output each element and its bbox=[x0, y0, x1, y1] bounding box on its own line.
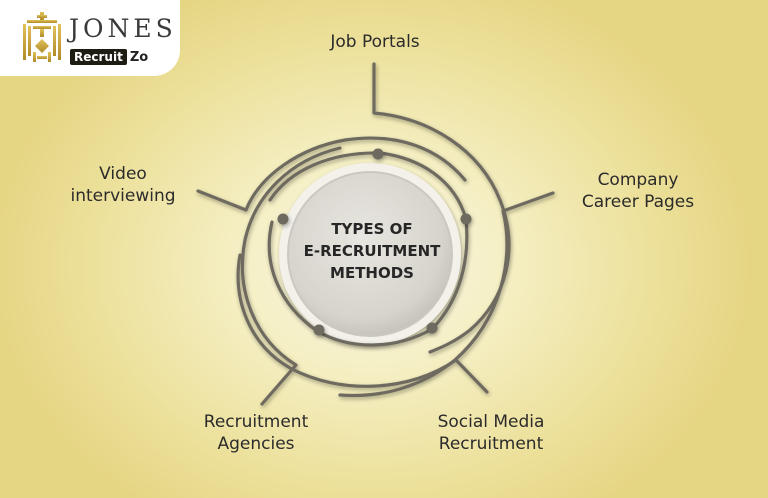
center-disc bbox=[279, 163, 461, 345]
label-company-career-pages-line-1: Company bbox=[597, 170, 679, 190]
logo-recruit-highlight: Recruit bbox=[70, 49, 127, 65]
logo-brand-name: JONES bbox=[69, 14, 177, 43]
node-dot-left bbox=[277, 213, 289, 225]
node-dot-bottom-right bbox=[426, 322, 438, 334]
logo-card: JONES Recruit Zo bbox=[0, 0, 180, 76]
label-social-media-line-2: Recruitment bbox=[438, 434, 544, 454]
label-job-portals-line-1: Job Portals bbox=[330, 32, 420, 52]
inner-track-bottom-left bbox=[315, 327, 434, 347]
connector-video-interviewing bbox=[196, 136, 467, 212]
label-social-media-line-1: Social Media bbox=[437, 412, 545, 432]
label-company-career-pages: Company Career Pages bbox=[568, 169, 708, 213]
connector-recruitment-agencies bbox=[240, 146, 342, 406]
label-job-portals: Job Portals bbox=[314, 31, 436, 53]
center-title-line-2: E-RECRUITMENT bbox=[303, 242, 441, 260]
label-recruitment-agencies-line-1: Recruitment bbox=[203, 412, 309, 432]
logo-zo-text: Zo bbox=[129, 49, 149, 65]
center-title-line-1: TYPES OF bbox=[331, 220, 413, 238]
connector-company-career-pages bbox=[338, 191, 555, 398]
inner-track-bottom-right bbox=[430, 217, 469, 331]
logo-subtitle: Recruit Zo bbox=[70, 49, 148, 65]
connector-social-media bbox=[236, 253, 489, 394]
label-recruitment-agencies-line-2: Agencies bbox=[217, 434, 295, 454]
node-dot-top bbox=[372, 148, 384, 160]
node-dot-right bbox=[460, 213, 472, 225]
label-video-interviewing: Video interviewing bbox=[56, 163, 190, 207]
center-title: TYPES OF E-RECRUITMENT METHODS bbox=[280, 218, 464, 284]
center-title-line-3: METHODS bbox=[330, 264, 414, 282]
label-company-career-pages-line-2: Career Pages bbox=[581, 192, 695, 212]
label-recruitment-agencies: Recruitment Agencies bbox=[186, 411, 326, 455]
node-dot-bottom-left bbox=[313, 324, 325, 336]
label-video-interviewing-line-2: interviewing bbox=[70, 186, 176, 206]
inner-track-left bbox=[267, 220, 319, 333]
label-video-interviewing-line-1: Video bbox=[99, 164, 147, 184]
connector-job-portals bbox=[372, 62, 511, 354]
crown-shield-logo-icon bbox=[23, 12, 61, 62]
inner-track-right bbox=[378, 151, 468, 221]
inner-track-top bbox=[268, 151, 382, 202]
label-social-media-recruitment: Social Media Recruitment bbox=[420, 411, 562, 455]
